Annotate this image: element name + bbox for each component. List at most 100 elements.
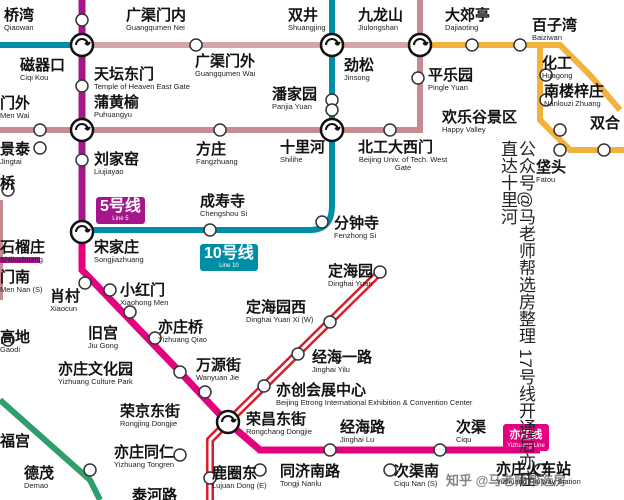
station-dot-qiao [1,183,15,197]
station-shiliuzhuang-en: Shiliuzhuang [0,255,43,264]
station-wanyuanjie-cn: 万源街 [196,357,242,374]
station-jinghailu-en: Jinghai Lu [340,435,375,444]
station-shilihe-en: Shilihe [280,155,303,164]
station-liujiayao-en: Liujiayao [94,167,124,176]
station-songjiazhuang-cn: 宋家庄 [94,239,140,256]
station-qiao-cn: 桥 [0,175,16,192]
station-dot-yizhuangtongren [173,448,187,462]
station-ciqunan-cn: 次渠南 [394,463,440,480]
station-yizhuangqiao-en: Yizhuang Qiao [158,335,207,344]
station-panjiayuan-cn: 潘家园 [272,86,318,103]
station-yichuang-cn: 亦创会展中心 [276,382,367,399]
station-puhuangyu-cn: 蒲黄榆 [94,94,140,111]
line-7-east [537,45,624,153]
station-taihelu[interactable]: 泰河路 [132,488,177,500]
station-lujuandong-cn: 鹿圈东 [212,465,258,482]
station-qiao[interactable]: 桥 [0,176,15,191]
station-dot-fangzhuang [213,123,227,137]
station-dot-jinghaiyilu [291,347,305,361]
station-puhuangyu-en: Puhuangyu [94,110,132,119]
station-huanlegu-cn: 欢乐谷景区 [442,109,518,126]
station-dot-dinghaiyuan [373,265,387,279]
station-shuanghe[interactable]: 双合 [590,116,620,131]
station-tiantandongmen-cn: 天坛东门 [94,66,155,83]
station-jiulongshan-en: Jiulongshan [358,23,399,32]
line5-badge-sub: Line 5 [112,216,129,222]
station-guangqumenwai-cn: 广渠门外 [195,53,256,70]
station-dinghaiyuan-cn: 定海园 [328,263,374,280]
station-chengshousi-en: Chengshou Si [200,209,248,218]
station-jinghaiyilu-cn: 经海一路 [312,349,373,366]
line-green [0,397,103,500]
station-fugongsi[interactable]: 福宫 [0,434,30,449]
station-yizhuanghuochezhan-en: Yizhuang Railway Station [496,477,581,486]
station-fatou-en: Fatou [536,175,556,184]
line-10 [0,0,335,233]
station-dot-demao [83,463,97,477]
station-nanlouzizhuang-en: Nanlouzi Zhuang [544,99,601,108]
station-jinsong-cn: 劲松 [344,57,375,74]
interchange-shuangjing [319,32,345,58]
route-note: 公众号@马老师帮选房整理 17号线开通后亦庄直达十里河 [498,140,535,487]
line10-badge-sub: Line 10 [219,263,239,269]
station-shuangjing-en: Shuangjing [288,23,326,32]
station-dot-liujiayao [75,153,89,167]
station-shilihe-cn: 十里河 [280,139,326,156]
station-demao-en: Demao [24,481,49,490]
station-fugongsi-cn: 福宫 [0,433,31,450]
station-fenzhongsi-cn: 分钟寺 [334,215,380,232]
interchange-puhuangyu [69,117,95,143]
station-rongjingdongjie-cn: 荣京东街 [120,403,181,420]
